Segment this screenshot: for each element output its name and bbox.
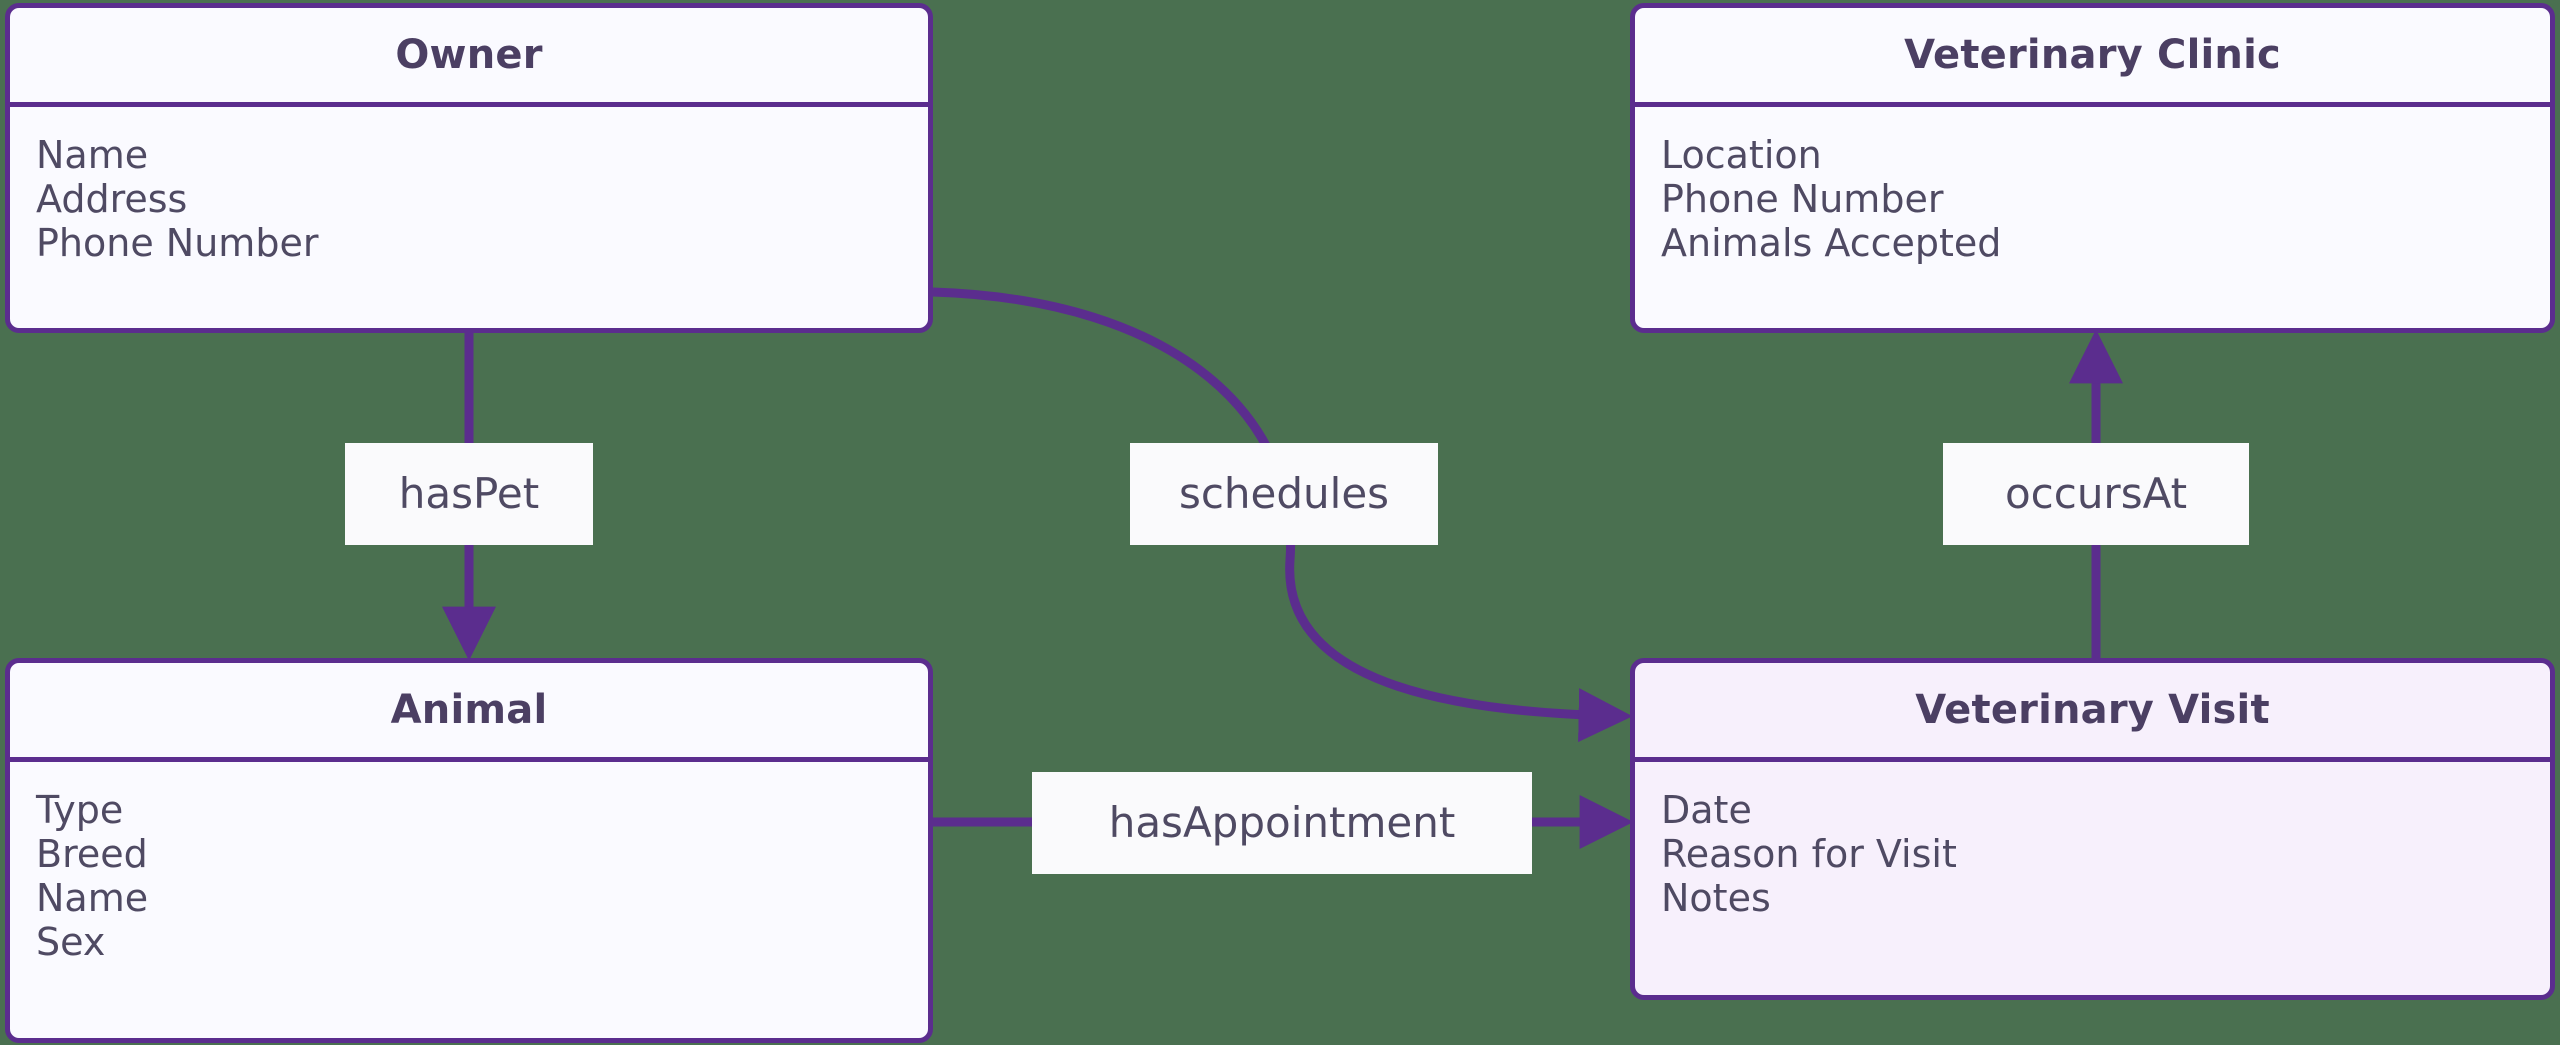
attribute-item: Phone Number [1661,177,1944,222]
entity-veterinary-clinic[interactable]: Veterinary Clinic Location Phone Number … [1630,3,2555,333]
attribute-item: Address [36,177,188,222]
relationship-label-text: occursAt [2004,469,2188,518]
entity-veterinary-clinic-header: Veterinary Clinic [1635,8,2550,107]
relationship-label-occurs-at[interactable]: occursAt [1943,443,2249,545]
relationship-label-text: hasPet [398,469,540,518]
entity-animal[interactable]: Animal Type Breed Name Sex [5,658,933,1043]
relationship-label-text: schedules [1178,469,1390,518]
attribute-item: Reason for Visit [1661,832,1957,877]
entity-veterinary-visit[interactable]: Veterinary Visit Date Reason for Visit N… [1630,658,2555,1000]
entity-animal-header: Animal [10,663,928,762]
relationship-label-has-appointment[interactable]: hasAppointment [1032,772,1532,874]
attribute-item: Sex [36,920,106,965]
attribute-item: Location [1661,133,1822,177]
entity-veterinary-clinic-attributes: Location Phone Number Animals Accepted [1635,107,2550,328]
entity-animal-attributes: Type Breed Name Sex [10,762,928,1038]
relationship-label-text: hasAppointment [1108,798,1456,847]
attribute-item: Name [36,876,149,921]
edge-schedules [932,287,1633,743]
attribute-item: Name [36,133,149,177]
entity-veterinary-visit-header: Veterinary Visit [1635,663,2550,762]
entity-owner-attributes: Name Address Phone Number [10,107,928,328]
attribute-item: Phone Number [36,221,319,266]
attribute-item: Type [36,788,124,832]
entity-veterinary-visit-title: Veterinary Visit [1915,687,2270,733]
entity-owner-header: Owner [10,8,928,107]
relationship-label-has-pet[interactable]: hasPet [345,443,593,545]
entity-animal-title: Animal [390,687,548,733]
entity-owner-title: Owner [395,32,543,78]
attribute-item: Animals Accepted [1661,221,2002,266]
entity-veterinary-clinic-title: Veterinary Clinic [1904,32,2281,78]
attribute-item: Breed [36,832,148,877]
entity-veterinary-visit-attributes: Date Reason for Visit Notes [1635,762,2550,995]
attribute-item: Date [1661,788,1752,832]
entity-owner[interactable]: Owner Name Address Phone Number [5,3,933,333]
relationship-label-schedules[interactable]: schedules [1130,443,1438,545]
attribute-item: Notes [1661,876,1771,921]
